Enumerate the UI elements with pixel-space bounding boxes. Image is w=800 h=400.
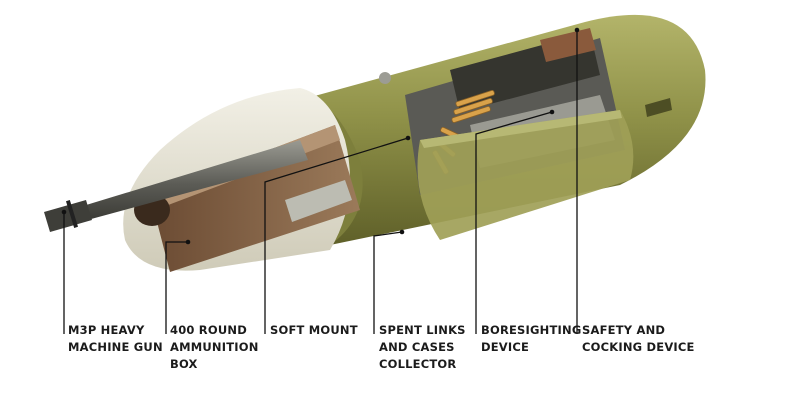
callout-line: BORESIGHTING	[481, 323, 582, 337]
leader-dot-bore	[549, 109, 555, 115]
leader-dot-links	[399, 229, 405, 235]
callout-ammunition-box: 400 ROUND AMMUNITION BOX	[170, 322, 259, 373]
callout-line: M3P HEAVY	[68, 323, 145, 337]
ammunition-box	[150, 125, 360, 272]
leader-dot-safety	[574, 27, 580, 33]
callout-line: COCKING DEVICE	[582, 340, 695, 354]
leader-links	[373, 231, 403, 334]
callout-spent-links: SPENT LINKS AND CASES COLLECTOR	[379, 322, 466, 373]
callout-line: AND CASES	[379, 340, 455, 354]
callout-soft-mount: SOFT MOUNT	[270, 322, 358, 339]
muzzle-ring	[65, 200, 79, 228]
leader-dot-mount	[405, 135, 411, 141]
muzzle	[44, 200, 92, 232]
callout-line: COLLECTOR	[379, 357, 457, 371]
leader-dot-ammo	[185, 239, 191, 245]
callout-line: AMMUNITION	[170, 340, 259, 354]
gun-barrel	[50, 140, 308, 228]
tail-vent	[645, 98, 672, 117]
leader-ammo	[165, 241, 188, 334]
access-door	[417, 110, 634, 240]
leader-bore	[475, 111, 553, 334]
callout-line: SAFETY AND	[582, 323, 666, 337]
callout-line: 400 ROUND	[170, 323, 247, 337]
callout-line: DEVICE	[481, 340, 530, 354]
callout-line: SPENT LINKS	[379, 323, 466, 337]
callout-boresighting-device: BORESIGHTING DEVICE	[481, 322, 581, 356]
callout-safety-cocking: SAFETY AND COCKING DEVICE	[582, 322, 695, 356]
soft-mount	[285, 180, 352, 222]
leader-dot-gun	[61, 209, 67, 215]
leader-mount	[264, 137, 409, 334]
cocking-housing	[540, 28, 596, 62]
callout-line: BOX	[170, 357, 198, 371]
callout-line: SOFT MOUNT	[270, 323, 358, 337]
suspension-lug	[379, 72, 391, 84]
callout-line: MACHINE GUN	[68, 340, 163, 354]
callout-machine-gun: M3P HEAVY MACHINE GUN	[68, 322, 163, 356]
access-door-edge	[420, 110, 622, 148]
